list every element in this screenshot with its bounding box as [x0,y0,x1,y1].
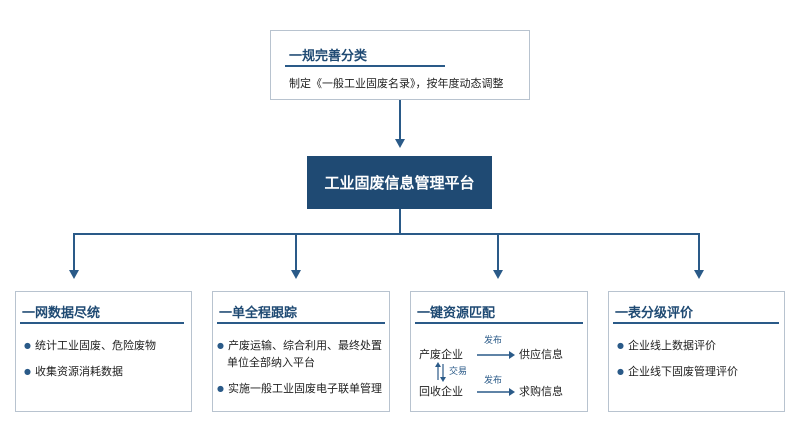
trade-label: 交易 [449,367,468,377]
branch-1 [73,233,75,271]
box-3-rule [415,322,583,324]
flow-arrows [435,351,515,396]
demand-label: 求购信息 [519,385,563,398]
publish-arrowhead-2 [509,388,515,396]
box-tracking: 一单全程跟踪 产废运输、综合利用、最终处置 单位全部纳入平台 实施一般工业固废电… [212,291,390,412]
box-matching: 一键资源匹配 产废企业 发布 供应信息 交易 回收企业 发布 求购信息 [410,291,588,412]
branch-1-arrowhead [69,270,79,279]
box-4-item-1: 企业线上数据评价 [617,338,716,354]
box-4-rule [613,322,779,324]
box-evaluation: 一表分级评价 企业线上数据评价 企业线下固废管理评价 [608,291,785,412]
publish-arrowhead-1 [509,351,515,359]
publish-label-1: 发布 [484,336,503,346]
branch-line [73,233,700,235]
box-2-item-1: 产废运输、综合利用、最终处置 [217,338,382,354]
box-3-title: 一键资源匹配 [417,306,496,321]
trade-arrowhead-down [440,377,446,382]
branch-2-arrowhead [291,270,301,279]
box-2-item-1-cont: 单位全部纳入平台 [227,356,315,369]
box-2-item-2: 实施一般工业固废电子联单管理 [217,381,382,397]
publish-label-2: 发布 [484,376,503,386]
top-box-title: 一规完善分类 [289,49,368,64]
branch-2 [295,233,297,271]
top-box-text: 制定《一般工业固废名录》，按年度动态调整 [289,77,504,90]
branch-3-arrowhead [493,270,503,279]
supply-label: 供应信息 [519,348,563,361]
platform-stem [399,209,401,235]
box-1-item-2: 收集资源消耗数据 [24,364,123,380]
box-1-rule [20,322,184,324]
box-4-item-2: 企业线下固废管理评价 [617,364,738,380]
top-connector [399,100,401,140]
branch-3 [497,233,499,271]
box-1-title: 一网数据尽统 [22,306,101,321]
box-4-title: 一表分级评价 [615,306,694,321]
top-arrowhead [395,139,405,148]
box-1-item-1: 统计工业固废、危险废物 [24,338,156,354]
recycler-label: 回收企业 [419,385,463,398]
box-data-stats: 一网数据尽统 统计工业固废、危险废物 收集资源消耗数据 [15,291,192,412]
box-2-rule [217,322,385,324]
platform-box: 工业固废信息管理平台 [307,156,492,209]
branch-4-arrowhead [694,270,704,279]
top-box-rule [285,65,445,67]
producer-label: 产废企业 [419,348,463,361]
branch-4 [698,233,700,271]
top-box: 一规完善分类 制定《一般工业固废名录》，按年度动态调整 [270,30,530,100]
box-2-title: 一单全程跟踪 [219,306,298,321]
trade-arrowhead-up [435,362,441,367]
